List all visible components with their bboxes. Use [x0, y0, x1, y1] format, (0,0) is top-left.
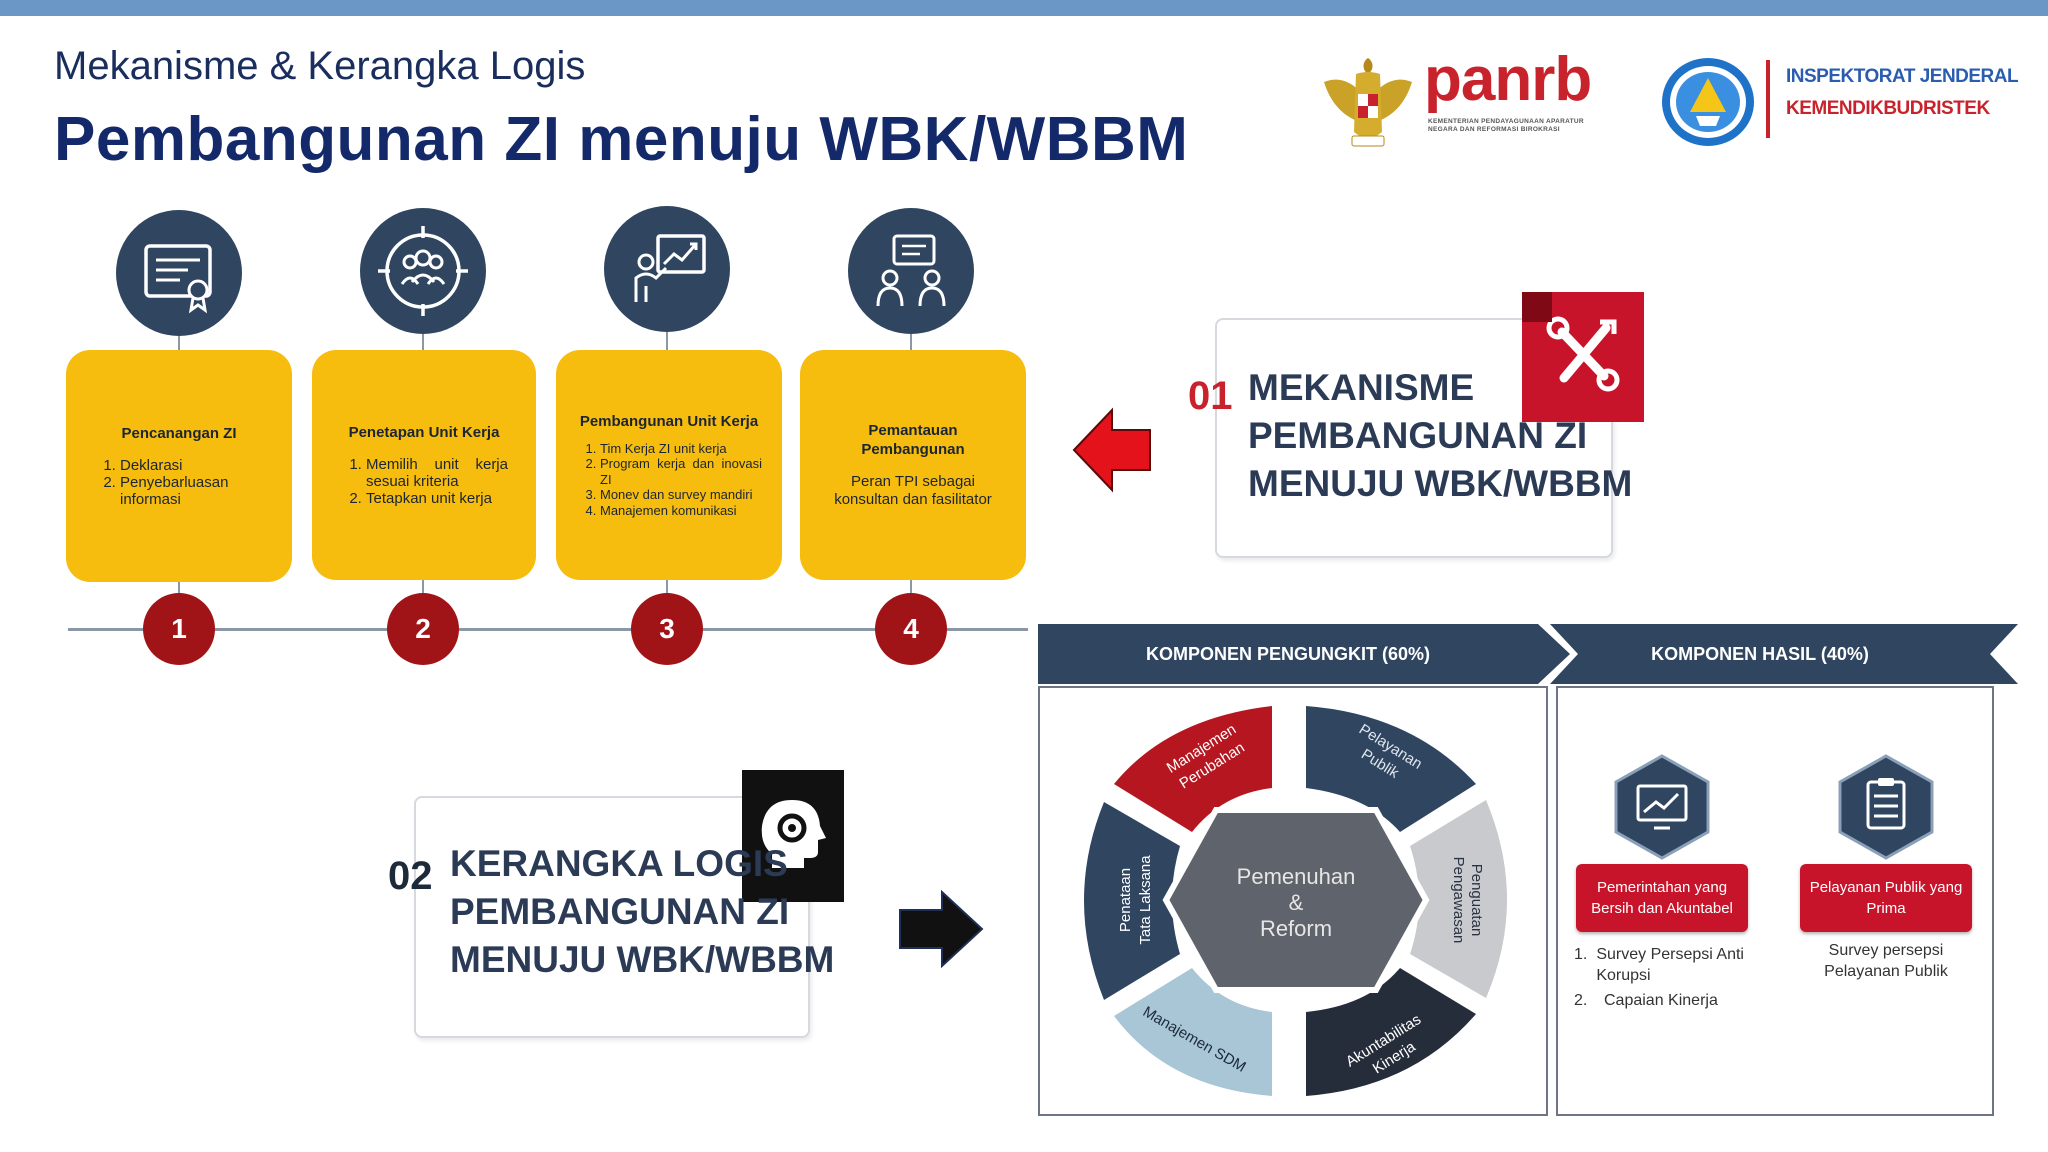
page-subtitle: Mekanisme & Kerangka Logis [54, 44, 586, 88]
tut-wuri-handayani-icon [1660, 56, 1756, 153]
step-item: Monev dan survey mandiri [600, 487, 762, 503]
kerangka-title: KERANGKA LOGIS PEMBANGUNAN ZI MENUJU WBK… [450, 840, 834, 984]
komponen-header-banners [1038, 624, 2018, 689]
page-title: Pembangunan ZI menuju WBK/WBBM [54, 105, 1189, 174]
segment-penataan-tata-laksana [1084, 802, 1180, 1000]
segment-label: Pengawasan [1450, 857, 1467, 944]
step-number-badge: 4 [875, 593, 947, 665]
garuda-emblem-icon [1318, 52, 1418, 161]
step-connector [178, 336, 180, 350]
step-item: Tetapkan unit kerja [366, 490, 508, 507]
panrb-logo: panrb [1424, 45, 1592, 114]
step-card: Pemantauan Pembangunan Peran TPI sebagai… [800, 350, 1026, 580]
mekanisme-title: MEKANISME PEMBANGUNAN ZI MENUJU WBK/WBBM [1248, 364, 1632, 508]
step-number-badge: 2 [387, 593, 459, 665]
certificate-icon [116, 210, 242, 336]
consultation-icon [848, 208, 974, 334]
itjen-line1: INSPEKTORAT JENDERAL [1786, 66, 2019, 87]
hasil-item: Capaian Kinerja [1604, 992, 1718, 1009]
kerangka-number: 02 [388, 854, 433, 898]
hasil-title-pill: Pelayanan Publik yang Prima [1800, 864, 1972, 932]
step-item: Tim Kerja ZI unit kerja [600, 441, 762, 457]
itjen-line2: KEMENDIKBUDRISTEK [1786, 98, 1990, 119]
red-arrow-left-icon [1070, 404, 1154, 501]
step-title: Penetapan Unit Kerja [348, 424, 500, 441]
kerangka-title-line: PEMBANGUNAN ZI [450, 891, 790, 932]
step-item: Manajemen komunikasi [600, 503, 762, 519]
panrb-logo-subtext: KEMENTERIAN PENDAYAGUNAAN APARATUR NEGAR… [1428, 118, 1584, 133]
step-item: Penyebarluasan informasi [120, 474, 264, 508]
step-item: Memilih unit kerja sesuai kriteria [366, 456, 508, 490]
hasil-title-pill: Pemerintahan yang Bersih dan Akuntabel [1576, 864, 1748, 932]
step-card: Pembangunan Unit Kerja Tim Kerja ZI unit… [556, 350, 782, 580]
segment-penguatan-pengawasan [1410, 800, 1507, 998]
head-gear-icon [742, 770, 844, 902]
pengungkit-ring-diagram: Pemenuhan & Reform Manajemen Perubahan P… [1076, 700, 1516, 1105]
kerangka-title-line: KERANGKA LOGIS [450, 843, 788, 884]
segment-manajemen-perubahan [1114, 706, 1272, 832]
team-target-icon [360, 208, 486, 334]
step-number-badge: 3 [631, 593, 703, 665]
hasil-list: 1.Survey Persepsi Anti Korupsi 2.Capaian… [1574, 944, 1750, 1011]
center-line: Pemenuhan [1237, 864, 1356, 889]
logo-divider [1766, 60, 1770, 138]
step-connector [422, 334, 424, 350]
top-accent-bar [0, 0, 2048, 16]
step-connector [666, 332, 668, 350]
presentation-chart-icon [604, 206, 730, 332]
hasil-description: Survey persepsi Pelayanan Publik [1824, 942, 1948, 980]
hasil-item: Survey Persepsi Anti Korupsi [1596, 946, 1744, 984]
timeline-axis [68, 628, 1028, 631]
box-fold-corner [1522, 292, 1552, 322]
step-card: Penetapan Unit Kerja Memilih unit kerja … [312, 350, 536, 580]
clipboard-list-icon [1832, 752, 1940, 867]
monitor-chart-icon [1608, 752, 1716, 867]
pengungkit-header: KOMPONEN PENGUNGKIT (60%) [1145, 643, 1431, 664]
mekanisme-title-line: MENUJU WBK/WBBM [1248, 463, 1633, 504]
segment-pelayanan-publik [1306, 706, 1476, 832]
segment-akuntabilitas-kinerja [1306, 968, 1476, 1096]
kerangka-title-line: MENUJU WBK/WBBM [450, 939, 835, 980]
mekanisme-title-line: MEKANISME [1248, 367, 1475, 408]
step-title: Pencanangan ZI [121, 425, 237, 442]
step-title: Pemantauan Pembangunan [861, 422, 965, 458]
black-arrow-right-icon [896, 888, 986, 975]
hasil-header: KOMPONEN HASIL (40%) [1651, 643, 1869, 664]
step-title: Pembangunan Unit Kerja [579, 412, 759, 430]
step-item: Deklarasi [120, 457, 264, 474]
mekanisme-number: 01 [1188, 374, 1233, 418]
center-hexagon [1162, 807, 1430, 993]
step-number-badge: 1 [143, 593, 215, 665]
center-line: & [1289, 890, 1304, 915]
step-description: Peran TPI sebagai konsultan dan fasilita… [834, 473, 992, 508]
step-card: Pencanangan ZI Deklarasi Penyebarluasan … [66, 350, 292, 582]
segment-label: Penguatan [1468, 864, 1485, 937]
segment-label: Tata Laksana [1137, 855, 1154, 945]
step-item: Program kerja dan inovasi ZI [600, 456, 762, 487]
segment-manajemen-sdm [1114, 968, 1272, 1096]
segment-label: Penataan [1117, 868, 1134, 932]
step-connector [910, 334, 912, 350]
center-line: Reform [1260, 916, 1332, 941]
mekanisme-title-line: PEMBANGUNAN ZI [1248, 415, 1588, 456]
